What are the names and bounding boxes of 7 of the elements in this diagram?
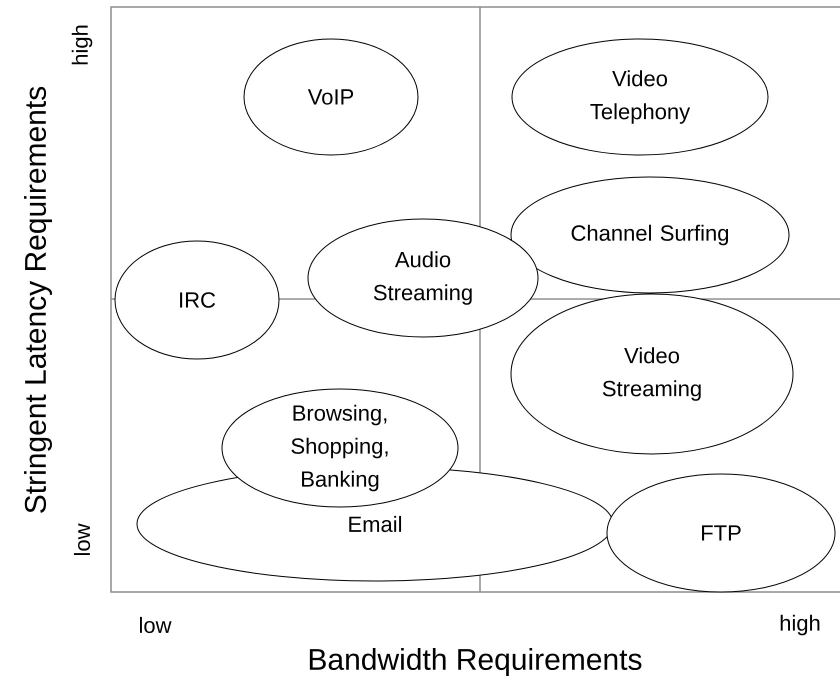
axis-end-label: low	[74, 523, 90, 555]
axis-end-label: low	[140, 616, 172, 634]
axis-end-label: high	[72, 26, 92, 64]
axis-end-label: high	[780, 614, 820, 636]
node-label: FTP	[702, 525, 741, 541]
axis-title: Bandwidth Requirements	[310, 648, 642, 676]
axis-title: Stringent Latency Requirements	[24, 86, 52, 513]
